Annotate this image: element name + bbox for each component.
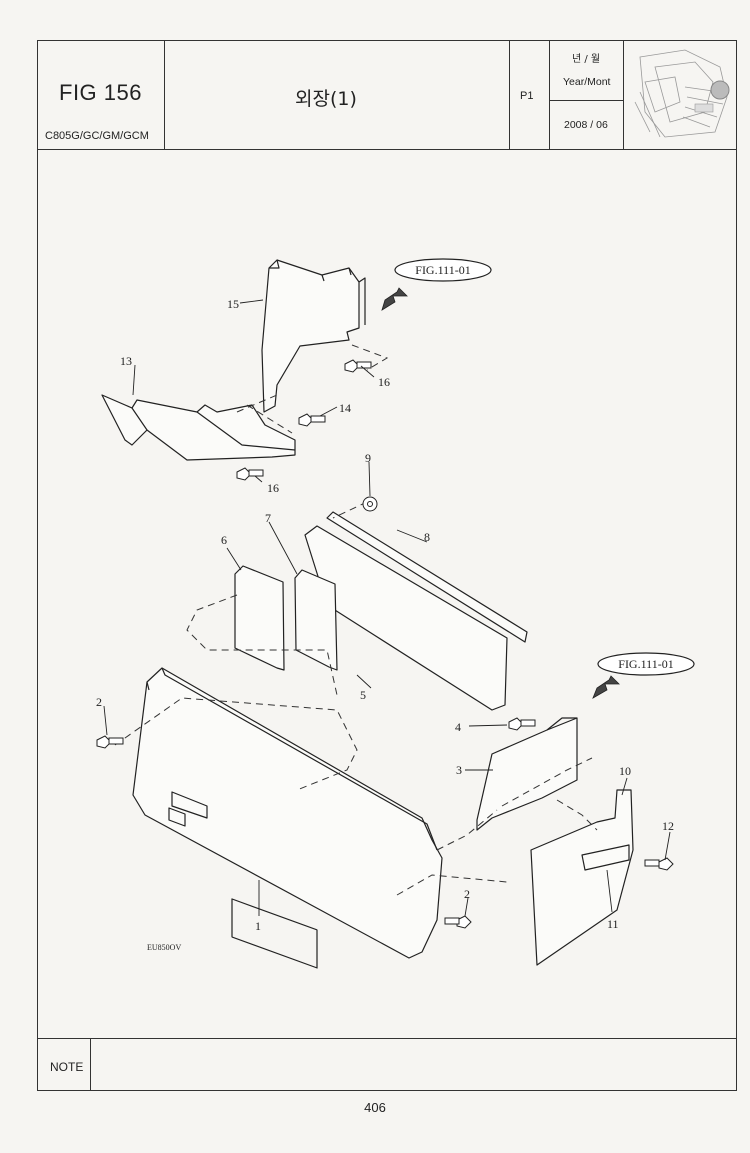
- ref-label-right: FIG.111-01: [618, 657, 673, 671]
- callout-7: 7: [265, 511, 271, 525]
- callout-15: 15: [227, 297, 239, 311]
- bolt-16-top: [344, 359, 360, 373]
- callout-2-left: 2: [96, 695, 102, 709]
- callout-2-right: 2: [464, 887, 470, 901]
- callout-1: 1: [255, 919, 261, 933]
- fig-label: FIG 156: [59, 80, 142, 105]
- callout-6: 6: [221, 533, 227, 547]
- page-code: P1: [520, 90, 534, 102]
- date-label-ko: 년 / 월: [572, 54, 601, 65]
- part-10-flap: [530, 789, 634, 966]
- drawing-code: EU850OV: [147, 943, 181, 952]
- ref-arrow-top: [381, 287, 408, 311]
- date-value: 2008 / 06: [564, 119, 608, 131]
- part-1-opening: [231, 898, 318, 969]
- parts-diagram: FIG.111-01 FIG.111-01 15 13 16 14 16 9 8…: [96, 258, 695, 969]
- part-13-bracket: [101, 394, 296, 461]
- callout-12: 12: [662, 819, 674, 833]
- part-3-bracket: [476, 717, 578, 831]
- part-15-bracket: [261, 259, 360, 413]
- page-number: 406: [364, 1100, 386, 1115]
- callout-14: 14: [339, 401, 351, 415]
- part-8-strip: [326, 511, 528, 643]
- callout-8: 8: [424, 530, 430, 544]
- callout-9: 9: [365, 451, 371, 465]
- part-11-clip: [581, 844, 630, 871]
- drawing-sheet: FIG 156 C805G/GC/GM/GCM 외장(1) P1 년 / 월 Y…: [37, 40, 737, 1091]
- ref-ellipse-right: [597, 652, 695, 676]
- callout-3: 3: [456, 763, 462, 777]
- ref-label-top: FIG.111-01: [415, 263, 470, 277]
- bolt-16-bottom: [236, 467, 252, 481]
- model-label: C805G/GC/GM/GCM: [45, 130, 149, 142]
- date-label-en: Year/Mont: [563, 76, 611, 88]
- callout-4: 4: [455, 720, 461, 734]
- bolt-2-left: [96, 735, 112, 749]
- ref-ellipse-top: [394, 258, 492, 282]
- part-7-pad: [294, 569, 338, 671]
- machine-sketch-icon: [634, 49, 730, 138]
- date-divider: [549, 100, 624, 101]
- bolt-12: [658, 857, 674, 871]
- callout-10: 10: [619, 764, 631, 778]
- bolt-14: [298, 413, 314, 427]
- bolt-2-right: [456, 915, 472, 929]
- note-label: NOTE: [50, 1060, 84, 1074]
- callout-11: 11: [607, 917, 619, 931]
- callout-13: 13: [120, 354, 132, 368]
- page-title: 외장(1): [295, 88, 357, 110]
- bolt-4: [508, 717, 524, 731]
- part-1-cover: [132, 667, 443, 959]
- note-label-cell: [37, 1038, 91, 1091]
- callout-16-bottom: 16: [267, 481, 279, 495]
- part-6-pad: [234, 565, 285, 671]
- callout-16-top: 16: [378, 375, 390, 389]
- ref-arrow-right: [592, 675, 620, 699]
- note-frame: [37, 1038, 737, 1091]
- callout-5: 5: [360, 688, 366, 702]
